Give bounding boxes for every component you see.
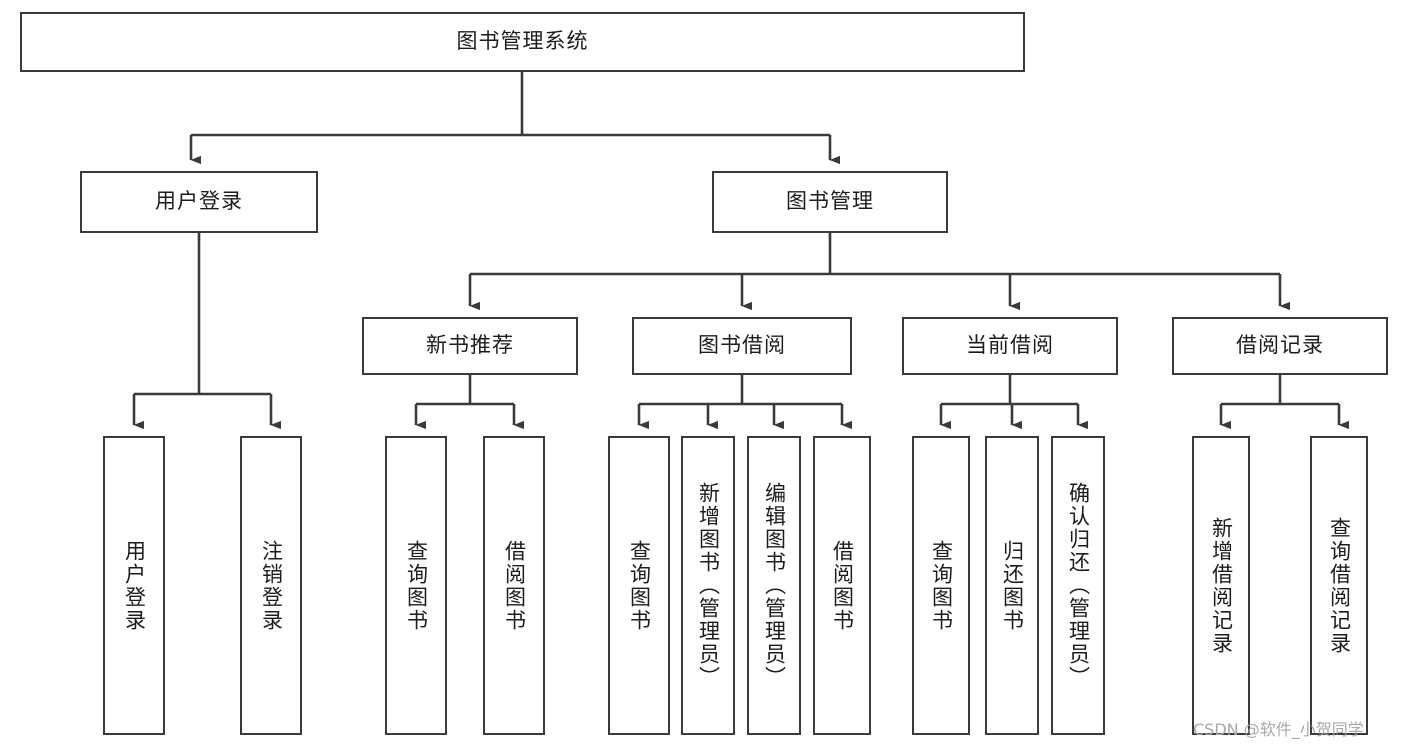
node-new-book-rec-label: 新书推荐: [426, 333, 514, 358]
node-root[interactable]: 图书管理系统: [20, 12, 1025, 72]
leaf-user-login-label: 用户登录: [122, 539, 147, 632]
leaf-return-book-label: 归还图书: [1000, 539, 1025, 632]
leaf-query-book-1-label: 查询图书: [404, 539, 429, 632]
node-borrow-record[interactable]: 借阅记录: [1172, 317, 1388, 375]
node-current-borrow[interactable]: 当前借阅: [902, 317, 1118, 375]
leaf-query-book-3[interactable]: 查询图书: [912, 436, 970, 735]
leaf-add-record-label: 新增借阅记录: [1209, 516, 1234, 655]
leaf-borrow-book-1[interactable]: 借阅图书: [483, 436, 545, 735]
node-current-borrow-label: 当前借阅: [966, 333, 1054, 358]
leaf-borrow-book-1-label: 借阅图书: [502, 539, 527, 632]
leaf-add-book-label: 新增图书（管理员）: [696, 482, 721, 689]
leaf-return-book[interactable]: 归还图书: [985, 436, 1039, 735]
leaf-query-record-label: 查询借阅记录: [1327, 516, 1352, 655]
csdn-watermark: CSDN @软件_小贺同学: [1193, 720, 1364, 739]
node-borrow-record-label: 借阅记录: [1236, 333, 1324, 358]
node-book-borrow[interactable]: 图书借阅: [632, 317, 852, 375]
leaf-user-login[interactable]: 用户登录: [103, 436, 165, 735]
leaf-query-record[interactable]: 查询借阅记录: [1310, 436, 1368, 735]
leaf-user-logout-label: 注销登录: [259, 539, 284, 632]
leaf-query-book-2-label: 查询图书: [627, 539, 652, 632]
leaf-query-book-3-label: 查询图书: [929, 539, 954, 632]
leaf-borrow-book-2[interactable]: 借阅图书: [813, 436, 871, 735]
leaf-add-book[interactable]: 新增图书（管理员）: [681, 436, 735, 735]
leaf-confirm-return[interactable]: 确认归还（管理员）: [1051, 436, 1105, 735]
node-book-manage-label: 图书管理: [786, 189, 874, 214]
leaf-edit-book-label: 编辑图书（管理员）: [762, 482, 787, 689]
leaf-add-record[interactable]: 新增借阅记录: [1192, 436, 1250, 735]
leaf-query-book-1[interactable]: 查询图书: [385, 436, 447, 735]
leaf-edit-book[interactable]: 编辑图书（管理员）: [747, 436, 801, 735]
node-root-label: 图书管理系统: [456, 29, 589, 54]
node-book-manage[interactable]: 图书管理: [712, 171, 948, 233]
node-new-book-rec[interactable]: 新书推荐: [362, 317, 578, 375]
leaf-confirm-return-label: 确认归还（管理员）: [1066, 482, 1091, 689]
leaf-query-book-2[interactable]: 查询图书: [608, 436, 670, 735]
leaf-borrow-book-2-label: 借阅图书: [830, 539, 855, 632]
node-user-login[interactable]: 用户登录: [80, 171, 318, 233]
node-book-borrow-label: 图书借阅: [698, 333, 786, 358]
leaf-user-logout[interactable]: 注销登录: [240, 436, 302, 735]
node-user-login-label: 用户登录: [155, 189, 243, 214]
